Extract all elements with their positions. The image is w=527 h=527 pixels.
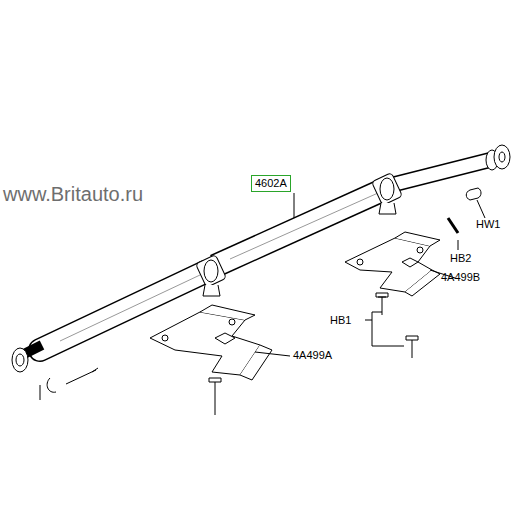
callout-label: 4A499B [441, 271, 480, 283]
part-number-box: 4602A [251, 175, 291, 192]
bracket-rear [345, 232, 440, 296]
callout-bracket [365, 312, 404, 346]
leader-line [477, 200, 485, 218]
bracket-front [150, 305, 272, 380]
watermark: www.Britauto.ru [3, 183, 143, 205]
callout-label: HB2 [450, 252, 471, 264]
part-number: 4602A [255, 177, 287, 189]
callout-label: 4A499A [293, 349, 332, 361]
leader-line [294, 193, 295, 218]
bolts [47, 188, 481, 398]
leader-line [40, 385, 41, 400]
leader-line [458, 240, 459, 250]
callout-label: HW1 [476, 218, 500, 230]
leader-line [215, 398, 216, 415]
propeller-shaft [12, 145, 510, 372]
callout-label: HB1 [330, 314, 351, 326]
leader-line [255, 352, 290, 356]
